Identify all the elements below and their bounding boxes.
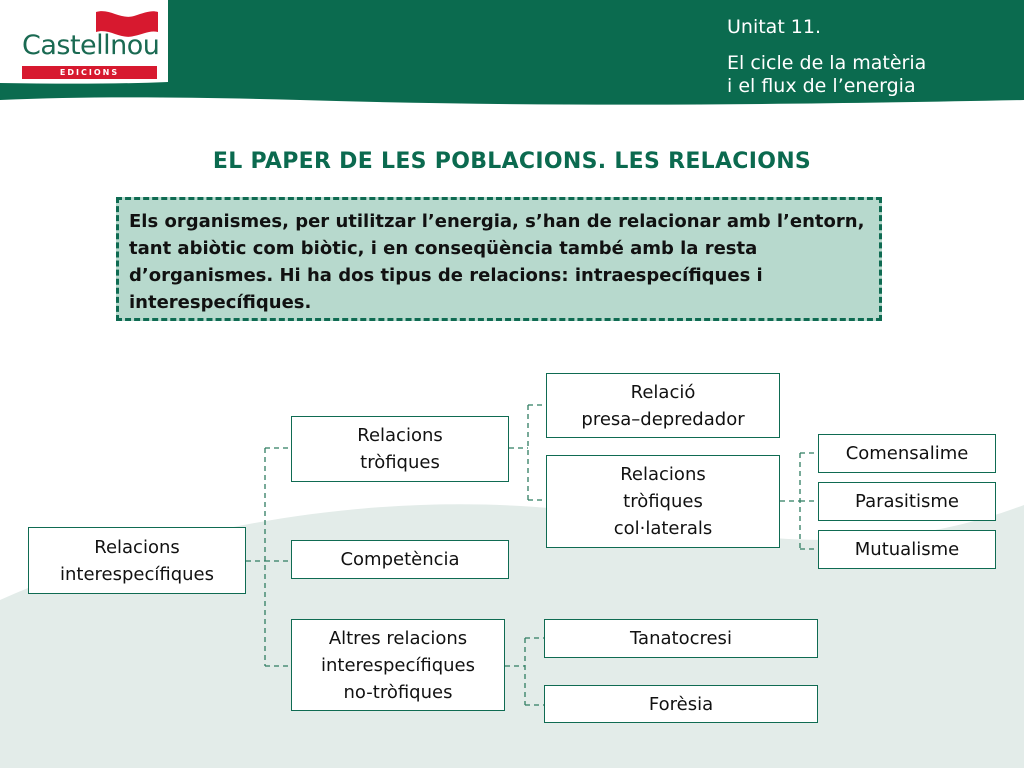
header-band <box>0 0 1024 105</box>
unit-heading: Unitat 11. El cicle de la matèria i el f… <box>727 16 926 98</box>
box-thanatocresis: Tanatocresi <box>544 619 818 658</box>
box-predator: Relació presa–depredador <box>546 373 780 438</box>
box-competition: Competència <box>291 540 509 579</box>
box-collateral: Relacions tròfiques col·laterals <box>546 455 780 548</box>
box-phoresy: Forèsia <box>544 685 818 723</box>
box-parasitism: Parasitisme <box>818 482 996 521</box>
logo-flag-icon <box>96 11 158 37</box>
connector-collateral <box>780 452 818 550</box>
logo-subtext: EDICIONS <box>22 66 157 79</box>
unit-title-line1: El cicle de la matèria <box>727 52 927 74</box>
connector-root <box>246 447 291 667</box>
box-other: Altres relacions interespecífiques no-tr… <box>291 619 505 711</box>
logo-wordmark: Castellnou <box>22 30 160 61</box>
box-commensalism: Comensalime <box>818 434 996 473</box>
connector-trophic <box>509 404 546 501</box>
box-root-interspecific: Relacions interespecífiques <box>28 527 246 594</box>
page-title: EL PAPER DE LES POBLACIONS. LES RELACION… <box>212 149 812 174</box>
box-trophic: Relacions tròfiques <box>291 416 509 482</box>
publisher-logo: Castellnou EDICIONS <box>18 8 163 80</box>
box-mutualism: Mutualisme <box>818 530 996 569</box>
unit-number: Unitat 11. <box>727 16 822 38</box>
connector-other <box>505 637 544 706</box>
intro-box: Els organismes, per utilitzar l’energia,… <box>116 197 882 321</box>
unit-title-line2: i el flux de l’energia <box>727 75 916 97</box>
